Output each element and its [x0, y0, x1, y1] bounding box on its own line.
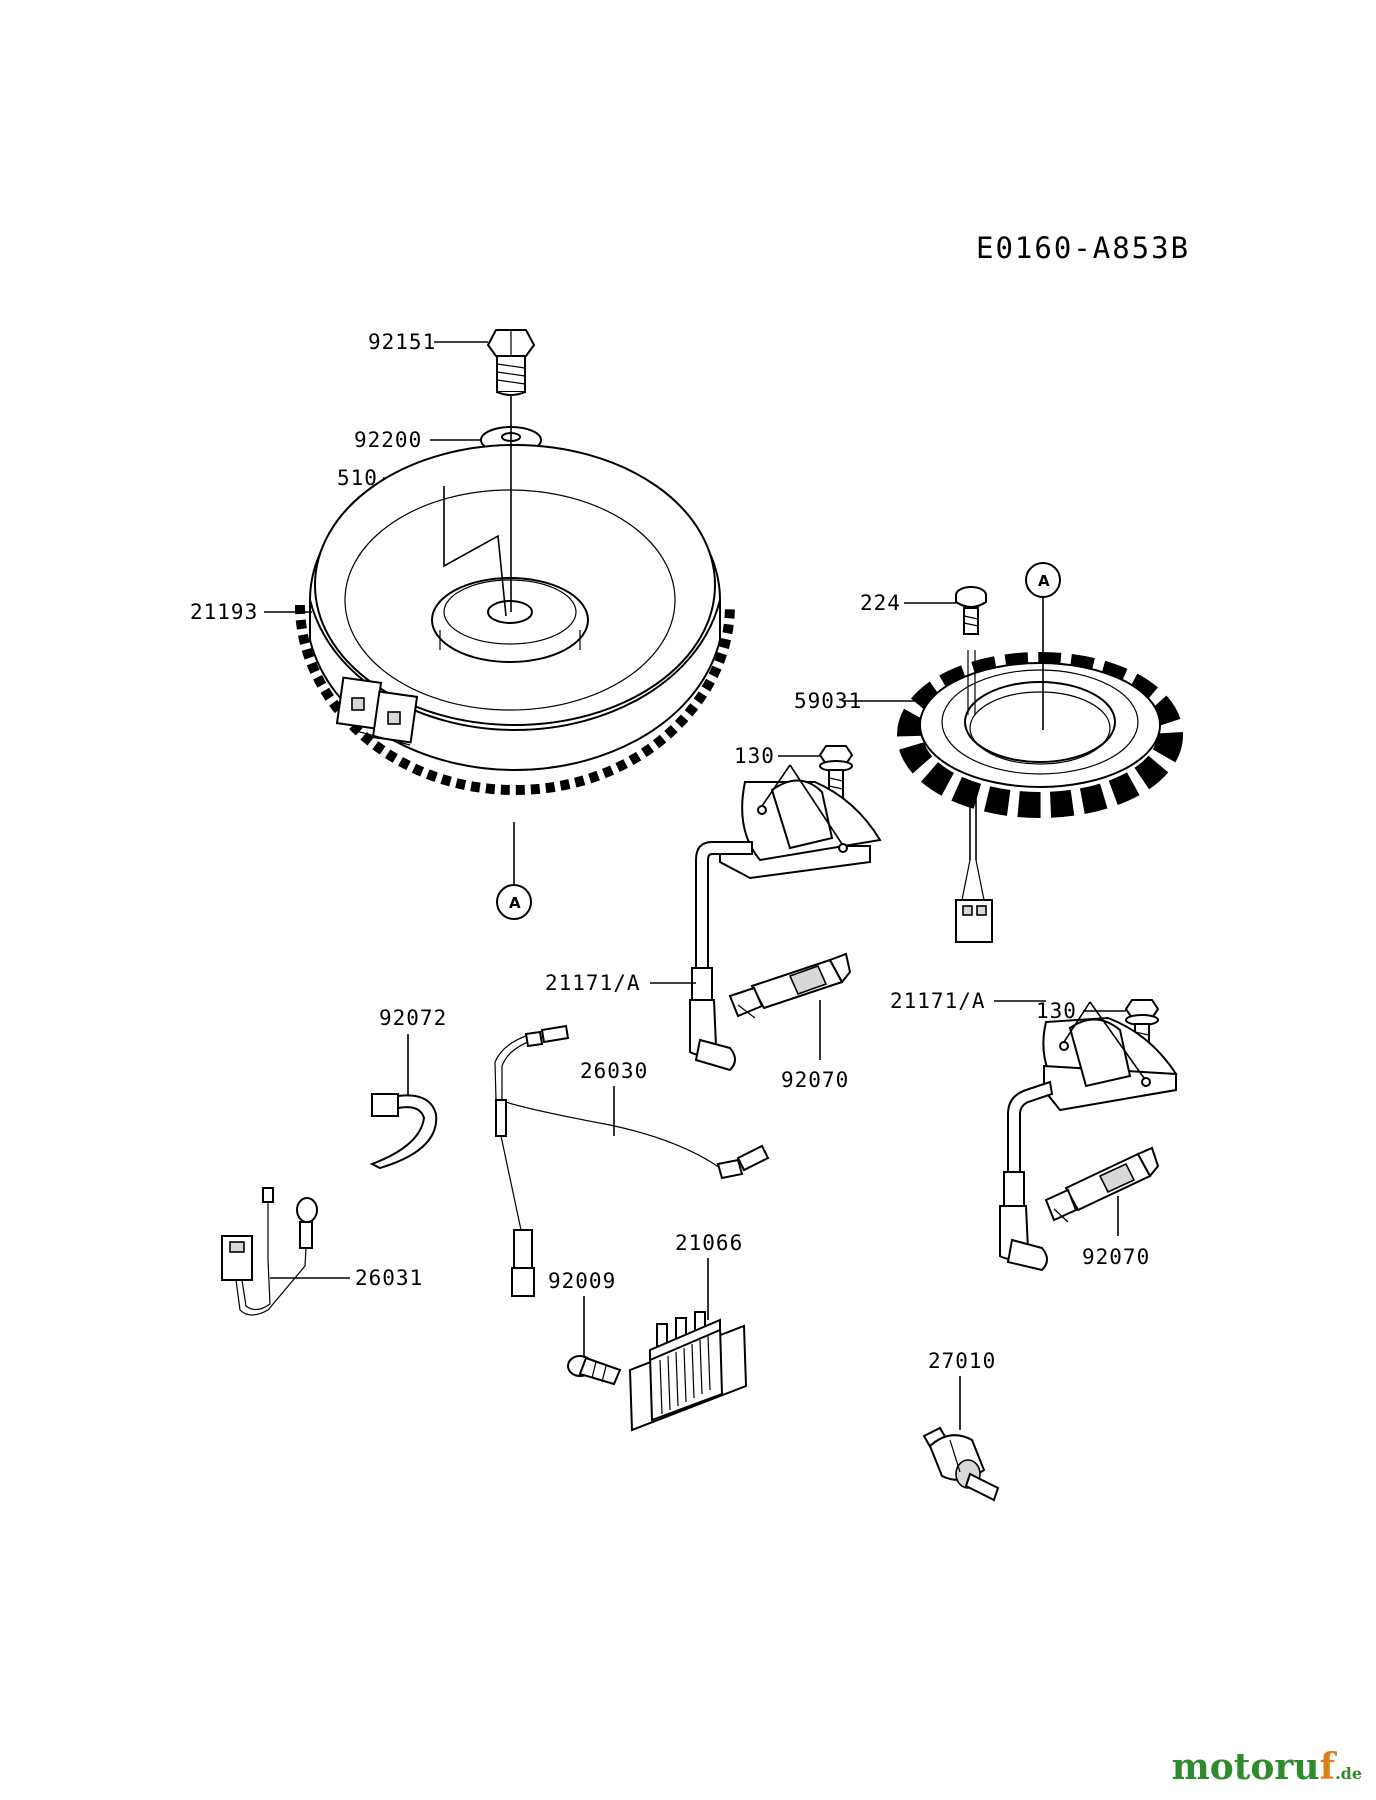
ignition-coil-right-icon [999, 1001, 1178, 1272]
clip-92072-icon [369, 1093, 438, 1170]
watermark-logo: motoruf.de [1171, 1746, 1362, 1788]
label-21171-left: 21171/A [545, 971, 641, 995]
label-27010: 27010 [928, 1349, 996, 1373]
label-26031: 26031 [355, 1266, 423, 1290]
ignition-coil-left-icon [689, 764, 882, 1072]
label-21171-right: 21171/A [890, 989, 986, 1013]
screw-92009-icon [567, 1355, 622, 1386]
lead-wire-26030-icon [494, 1024, 770, 1297]
regulator-21066-icon [628, 1311, 748, 1432]
reference-marker-a-icon: A [496, 884, 532, 920]
diagram-code: E0160-A853B [976, 231, 1190, 265]
oil-pressure-switch-27010-icon [922, 1426, 1000, 1502]
stator-59031-icon [897, 650, 1183, 818]
reference-marker-a-icon: A [1025, 562, 1061, 598]
label-130-lower: 130 [1036, 999, 1077, 1023]
flywheel-21193-icon [295, 444, 735, 796]
label-92009: 92009 [548, 1269, 616, 1293]
label-21066: 21066 [675, 1231, 743, 1255]
label-224: 224 [860, 591, 901, 615]
label-92200: 92200 [354, 428, 422, 452]
label-92151: 92151 [368, 330, 436, 354]
lead-wire-26031-icon [221, 1187, 318, 1316]
label-92072: 92072 [379, 1006, 447, 1030]
label-92070-right: 92070 [1082, 1245, 1150, 1269]
label-59031: 59031 [794, 689, 862, 713]
stator-lead-icon [955, 790, 993, 943]
screw-224-icon [955, 586, 987, 635]
bolt-92151-icon [486, 329, 536, 396]
label-510: 510 [337, 466, 378, 490]
svg-text:A: A [509, 894, 521, 912]
label-26030: 26030 [580, 1059, 648, 1083]
label-92070-left: 92070 [781, 1068, 849, 1092]
label-130-upper: 130 [734, 744, 775, 768]
label-21193: 21193 [190, 600, 258, 624]
spark-plug-left-icon [728, 952, 852, 1019]
svg-text:A: A [1038, 572, 1050, 590]
spark-plug-right-icon [1044, 1146, 1160, 1223]
